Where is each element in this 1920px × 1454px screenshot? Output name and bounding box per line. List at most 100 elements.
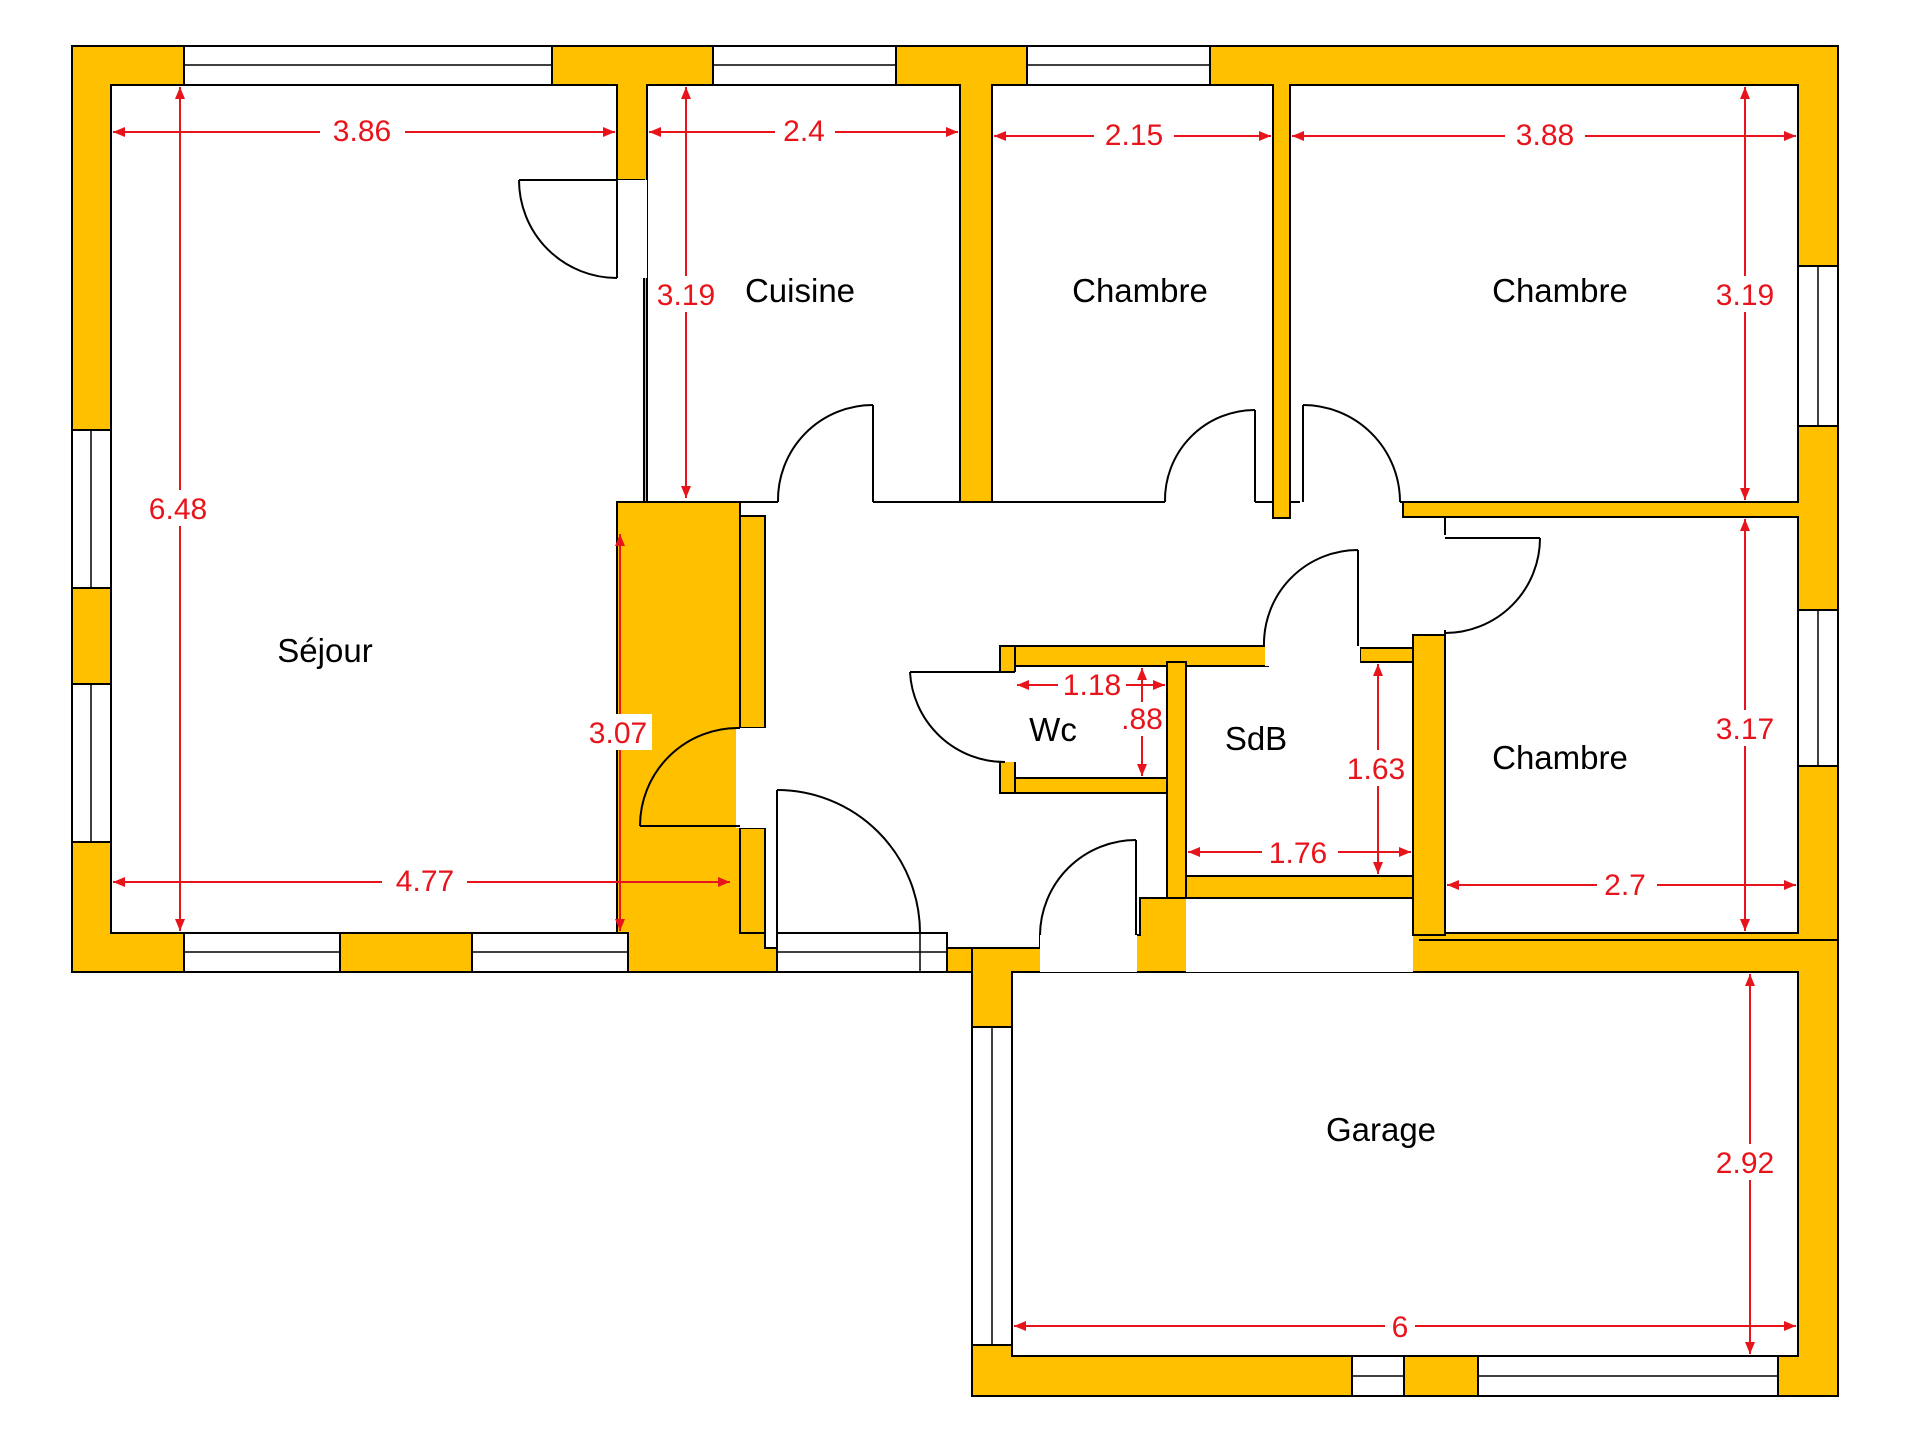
dim-arrow-end-sejour-height <box>175 919 185 931</box>
dim-arrow-end-cuisine-width <box>946 127 958 137</box>
room-label-cuisine: Cuisine <box>745 272 855 309</box>
dim-arrow-start-sejour-height <box>175 87 185 99</box>
window-garage-bottom-large <box>1477 1355 1779 1397</box>
dim-arrow-start-garage-width <box>1014 1321 1026 1331</box>
dim-cuisine-height: 3.19 <box>657 279 715 312</box>
dim-arrow-start-sejour-width-top <box>113 127 125 137</box>
dim-arrow-end-chambre-1-width <box>1259 131 1271 141</box>
room-label-sejour: Séjour <box>277 632 372 669</box>
door-sdb-hall <box>1262 549 1360 666</box>
dim-sdb-height: 1.63 <box>1347 753 1405 786</box>
dim-arrow-end-chambre-2-width <box>1784 131 1796 141</box>
window-bottom-entry <box>776 932 948 973</box>
doors <box>518 179 1541 944</box>
dim-chambre-3-height: 3.17 <box>1716 713 1774 746</box>
dim-arrow-end-sejour-width-top <box>603 127 615 137</box>
dim-cuisine-width: 2.4 <box>783 115 825 148</box>
room-labels: Séjour Cuisine Chambre Chambre Chambre W… <box>277 272 1628 1148</box>
dim-arrow-end-chambre-3-height <box>1740 919 1750 931</box>
dim-arrow-start-sdb-width <box>1188 847 1200 857</box>
door-chambre2-hall <box>1300 404 1401 520</box>
window-bottom-sejour-1 <box>183 932 341 973</box>
dim-wc-width: 1.18 <box>1063 669 1121 702</box>
garage-passage-floor <box>1040 935 1137 972</box>
dim-arrow-start-chambre-3-height <box>1740 519 1750 531</box>
room-label-wc: Wc <box>1029 711 1077 748</box>
door-sejour-cuisine <box>518 179 647 279</box>
dim-arrow-end-garage-height <box>1745 1342 1755 1354</box>
dim-arrow-end-wc-height <box>1137 764 1147 776</box>
room-label-chambre-2: Chambre <box>1492 272 1628 309</box>
partition-wc-bottom <box>999 777 1168 794</box>
dim-arrow-start-wc-width <box>1017 680 1029 690</box>
room-floors <box>110 84 1799 1357</box>
dim-chambre-2-width: 3.88 <box>1516 119 1574 152</box>
dim-garage-height: 2.92 <box>1716 1147 1774 1180</box>
chambre-2-floor <box>1289 84 1799 503</box>
dim-arrow-start-sejour-width-bottom <box>113 877 125 887</box>
dim-chambre-3-width: 2.7 <box>1604 869 1646 902</box>
window-right-chambre-2 <box>1797 265 1839 427</box>
window-top-chambre-1 <box>1026 45 1211 86</box>
dimension-labels: 3.86 6.48 4.77 3.07 2.4 3.19 2.15 3.88 3… <box>143 112 1784 1344</box>
window-left-sejour-2 <box>71 683 112 843</box>
window-right-chambre-3 <box>1797 609 1839 767</box>
dim-garage-width: 6 <box>1392 1311 1409 1344</box>
dim-arrow-start-chambre-3-width <box>1447 880 1459 890</box>
door-chambre1-hall <box>1163 409 1256 520</box>
dim-arrow-start-sejour-inner-height <box>615 534 625 546</box>
garage-floor <box>1011 971 1799 1357</box>
dim-arrow-end-cuisine-height <box>681 486 691 498</box>
dim-arrow-start-cuisine-width <box>649 127 661 137</box>
dim-arrow-end-chambre-2-height <box>1740 488 1750 500</box>
dim-arrow-start-garage-height <box>1745 974 1755 986</box>
dim-arrow-end-sdb-width <box>1399 847 1411 857</box>
partition-walls <box>739 515 1446 936</box>
dim-arrow-start-chambre-2-width <box>1292 131 1304 141</box>
window-bottom-sejour-2 <box>471 932 629 973</box>
dim-sejour-width-top: 3.86 <box>333 115 391 148</box>
dim-arrow-start-cuisine-height <box>681 87 691 99</box>
dim-arrow-end-sejour-width-bottom <box>718 877 730 887</box>
dim-arrow-start-sdb-height <box>1373 664 1383 676</box>
door-hall-garage <box>1039 839 1137 944</box>
room-label-sdb: SdB <box>1225 720 1287 757</box>
dim-wc-height: .88 <box>1121 703 1163 736</box>
dim-arrow-start-chambre-2-height <box>1740 87 1750 99</box>
dim-arrow-end-sejour-inner-height <box>615 919 625 931</box>
dim-arrow-start-wc-height <box>1137 668 1147 680</box>
dim-sejour-height: 6.48 <box>149 493 207 526</box>
door-wc-hall <box>909 671 1019 764</box>
door-cuisine-hall <box>776 404 874 520</box>
window-top-cuisine <box>712 45 897 86</box>
windows <box>71 45 1839 1397</box>
dim-sejour-width-bottom: 4.77 <box>396 865 454 898</box>
door-sejour-hall <box>639 726 768 828</box>
partition-sdb-chambre3 <box>1412 634 1446 936</box>
window-garage-bottom-small <box>1351 1355 1405 1397</box>
dim-chambre-1-width: 2.15 <box>1105 119 1163 152</box>
dim-arrow-end-sdb-height <box>1373 862 1383 874</box>
partition-wc-top <box>999 645 1269 667</box>
dim-sdb-width: 1.76 <box>1269 837 1327 870</box>
window-garage-left <box>971 1026 1013 1346</box>
dim-arrow-end-chambre-3-width <box>1784 880 1796 890</box>
room-label-chambre-3: Chambre <box>1492 739 1628 776</box>
room-label-garage: Garage <box>1326 1111 1436 1148</box>
window-top-sejour <box>183 45 553 86</box>
window-left-sejour-1 <box>71 429 112 589</box>
dim-sejour-inner-height: 3.07 <box>589 717 647 750</box>
dim-arrow-end-wc-width <box>1153 680 1165 690</box>
door-entry <box>776 789 921 934</box>
room-label-chambre-1: Chambre <box>1072 272 1208 309</box>
sdb-garage-passage <box>1186 898 1413 972</box>
partition-sdb-bottom <box>1185 875 1414 899</box>
dim-arrow-start-chambre-1-width <box>994 131 1006 141</box>
partition-hall-left-lower <box>739 827 766 934</box>
partition-hall-left <box>739 515 766 729</box>
dim-chambre-2-height: 3.19 <box>1716 279 1774 312</box>
door-chambre3-hall <box>1440 535 1541 634</box>
dim-arrow-end-garage-width <box>1784 1321 1796 1331</box>
partition-wc-sdb <box>1166 661 1187 899</box>
